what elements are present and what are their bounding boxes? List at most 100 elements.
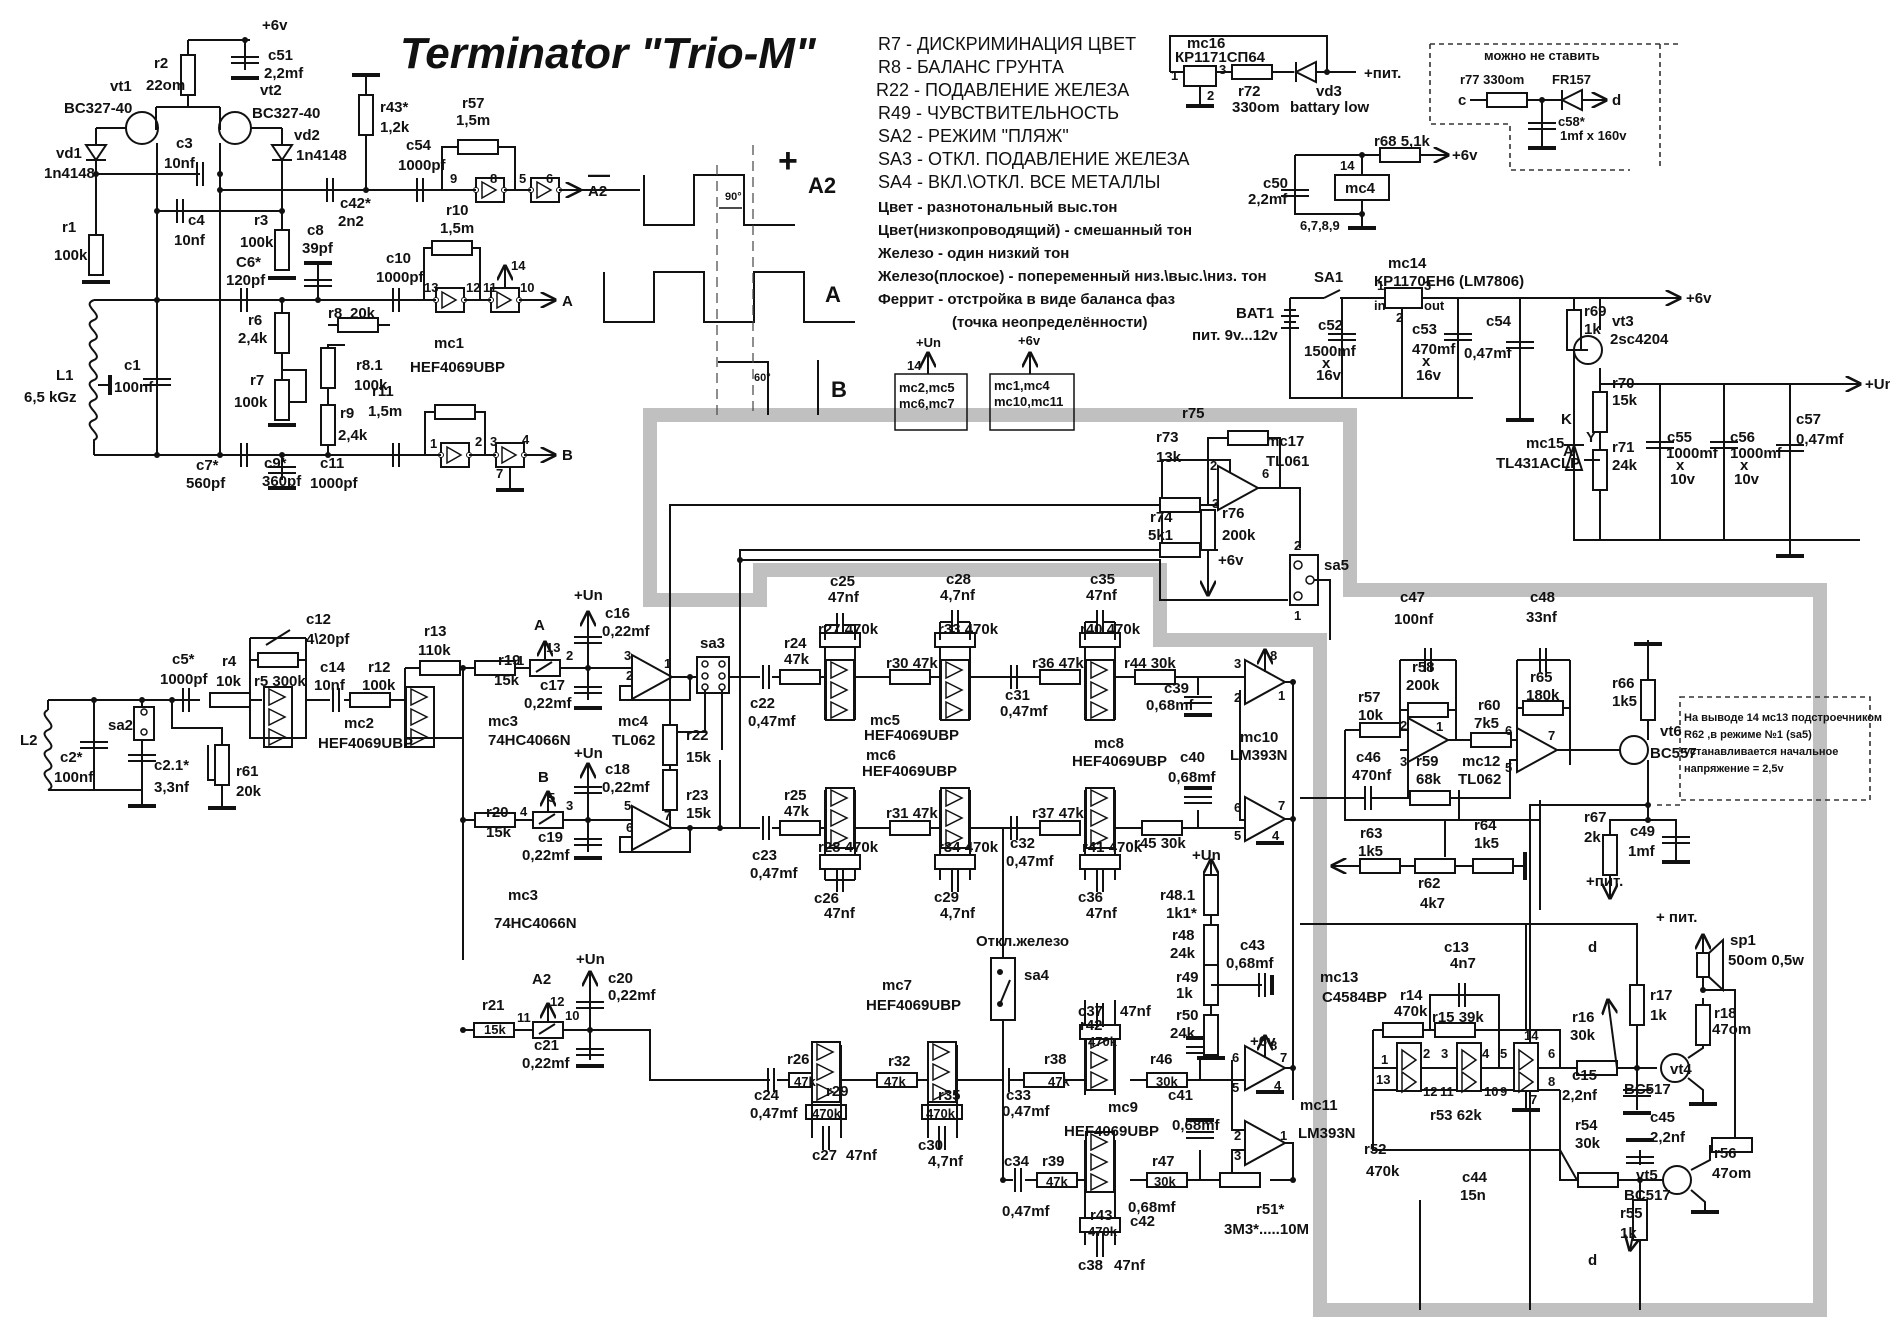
svg-text:c: c xyxy=(1458,92,1466,109)
svg-text:7: 7 xyxy=(664,808,671,823)
svg-text:BAT1: BAT1 xyxy=(1236,305,1274,322)
svg-text:8: 8 xyxy=(1270,648,1277,663)
svg-text:r19: r19 xyxy=(498,652,521,669)
svg-text:mc10,mc11: mc10,mc11 xyxy=(994,394,1063,409)
svg-text:2,2mf: 2,2mf xyxy=(264,65,304,82)
svg-text:r13: r13 xyxy=(424,623,447,640)
svg-text:7: 7 xyxy=(496,466,503,481)
svg-text:2: 2 xyxy=(1234,1128,1241,1143)
svg-text:A2: A2 xyxy=(588,183,607,200)
svg-text:560pf: 560pf xyxy=(186,475,226,492)
svg-text:sa4: sa4 xyxy=(1024,967,1050,984)
svg-text:1: 1 xyxy=(1294,608,1301,623)
svg-text:r74: r74 xyxy=(1150,509,1173,526)
svg-text:4k7: 4k7 xyxy=(1420,895,1445,912)
svg-text:r70: r70 xyxy=(1612,375,1635,392)
svg-text:r46: r46 xyxy=(1150,1051,1173,1068)
svg-text:c58*: c58* xyxy=(1558,114,1586,129)
svg-text:2,2nf: 2,2nf xyxy=(1650,1129,1686,1146)
svg-text:3: 3 xyxy=(624,648,631,663)
svg-text:6: 6 xyxy=(1548,1046,1555,1061)
svg-text:r10: r10 xyxy=(446,202,469,219)
svg-text:r2: r2 xyxy=(154,55,168,72)
svg-text:3: 3 xyxy=(1234,656,1241,671)
svg-text:1: 1 xyxy=(1280,1128,1287,1143)
svg-text:r68 5,1k: r68 5,1k xyxy=(1374,133,1431,150)
svg-text:c11: c11 xyxy=(320,455,344,472)
svg-text:15k: 15k xyxy=(486,824,512,841)
svg-text:c39: c39 xyxy=(1164,680,1189,697)
svg-text:13: 13 xyxy=(1376,1072,1390,1087)
svg-text:180k: 180k xyxy=(1526,687,1560,704)
svg-text:vt5: vt5 xyxy=(1636,1167,1658,1184)
svg-text:1n4148: 1n4148 xyxy=(44,165,95,182)
svg-text:C6*: C6* xyxy=(236,254,261,271)
svg-text:mc6: mc6 xyxy=(866,747,896,764)
svg-text:c45: c45 xyxy=(1650,1109,1675,1126)
svg-text:c31: c31 xyxy=(1005,687,1030,704)
svg-text:mc11: mc11 xyxy=(1300,1097,1338,1114)
svg-text:r54: r54 xyxy=(1575,1117,1598,1134)
svg-text:r72: r72 xyxy=(1238,83,1261,100)
svg-text:47om: 47om xyxy=(1712,1165,1751,1182)
svg-text:10k: 10k xyxy=(216,673,242,690)
svg-text:c24: c24 xyxy=(754,1087,780,1104)
svg-text:470k: 470k xyxy=(1088,1224,1118,1239)
svg-text:SA4 - ВКЛ.\ОТКЛ. ВСЕ МЕТАЛЛЫ: SA4 - ВКЛ.\ОТКЛ. ВСЕ МЕТАЛЛЫ xyxy=(878,172,1160,192)
svg-text:+пит.: +пит. xyxy=(1586,873,1623,890)
svg-text:8: 8 xyxy=(1270,1038,1277,1053)
svg-text:c46: c46 xyxy=(1356,749,1381,766)
svg-text:SA2 - РЕЖИМ "ПЛЯЖ": SA2 - РЕЖИМ "ПЛЯЖ" xyxy=(878,126,1069,146)
svg-text:24k: 24k xyxy=(1612,457,1638,474)
svg-text:r58: r58 xyxy=(1412,659,1435,676)
svg-text:3,3nf: 3,3nf xyxy=(154,779,190,796)
svg-text:r8.1: r8.1 xyxy=(356,357,383,374)
svg-text:vt2: vt2 xyxy=(260,82,282,99)
svg-text:2,4k: 2,4k xyxy=(238,330,268,347)
svg-text:1: 1 xyxy=(1377,278,1384,293)
svg-text:c17: c17 xyxy=(540,677,565,694)
phase-90-label: 90° xyxy=(725,191,742,203)
svg-text:7: 7 xyxy=(1548,728,1555,743)
svg-text:c1: c1 xyxy=(124,357,141,374)
svg-text:HEF4069UBP: HEF4069UBP xyxy=(866,997,961,1014)
svg-text:out: out xyxy=(1424,298,1445,313)
svg-text:+Un: +Un xyxy=(1192,847,1221,864)
svg-text:mc17: mc17 xyxy=(1266,433,1304,450)
svg-text:15k: 15k xyxy=(494,672,520,689)
svg-text:r61: r61 xyxy=(236,763,259,780)
svg-text:1000pf: 1000pf xyxy=(310,475,359,492)
svg-text:0,47mf: 0,47mf xyxy=(750,865,799,882)
svg-text:c42*: c42* xyxy=(340,195,371,212)
legend-controls: R7 - ДИСКРИМИНАЦИЯ ЦВЕТ R8 - БАЛАНС ГРУН… xyxy=(876,34,1190,192)
svg-text:4: 4 xyxy=(1272,828,1280,843)
svg-text:r33 470k: r33 470k xyxy=(938,621,999,638)
svg-text:7k5: 7k5 xyxy=(1474,715,1499,732)
svg-text:r59: r59 xyxy=(1416,753,1439,770)
filter-bank: c22 0,47mf c23 0,47mf c24 0,47mf r24 47k… xyxy=(720,571,1250,1274)
svg-text:470k: 470k xyxy=(1394,1003,1428,1020)
svg-text:2: 2 xyxy=(626,668,633,683)
svg-text:R8 - БАЛАНС ГРУНТА: R8 - БАЛАНС ГРУНТА xyxy=(878,57,1064,77)
svg-text:30k: 30k xyxy=(1156,1074,1178,1089)
svg-text:r37 47k: r37 47k xyxy=(1032,805,1084,822)
svg-text:+6v: +6v xyxy=(1250,1033,1276,1050)
svg-text:1: 1 xyxy=(664,656,671,671)
svg-text:6: 6 xyxy=(626,820,633,835)
svg-text:SA1: SA1 xyxy=(1314,269,1343,286)
svg-text:50om 0,5w: 50om 0,5w xyxy=(1728,952,1804,969)
svg-text:+ пит.: + пит. xyxy=(1656,909,1697,926)
svg-text:Y: Y xyxy=(1586,429,1596,446)
svg-text:1k5: 1k5 xyxy=(1474,835,1499,852)
svg-text:r3: r3 xyxy=(254,212,268,229)
svg-text:1mf x 160v: 1mf x 160v xyxy=(1560,128,1627,143)
svg-text:5: 5 xyxy=(1232,1080,1239,1095)
svg-text:5: 5 xyxy=(1234,828,1241,843)
svg-text:4: 4 xyxy=(520,804,528,819)
svg-text:10k: 10k xyxy=(1358,707,1384,724)
svg-text:BC517: BC517 xyxy=(1624,1081,1671,1098)
svg-text:c36: c36 xyxy=(1078,889,1103,906)
svg-text:0,22mf: 0,22mf xyxy=(524,695,573,712)
svg-text:mc8: mc8 xyxy=(1094,735,1124,752)
svg-text:d: d xyxy=(1612,92,1621,109)
